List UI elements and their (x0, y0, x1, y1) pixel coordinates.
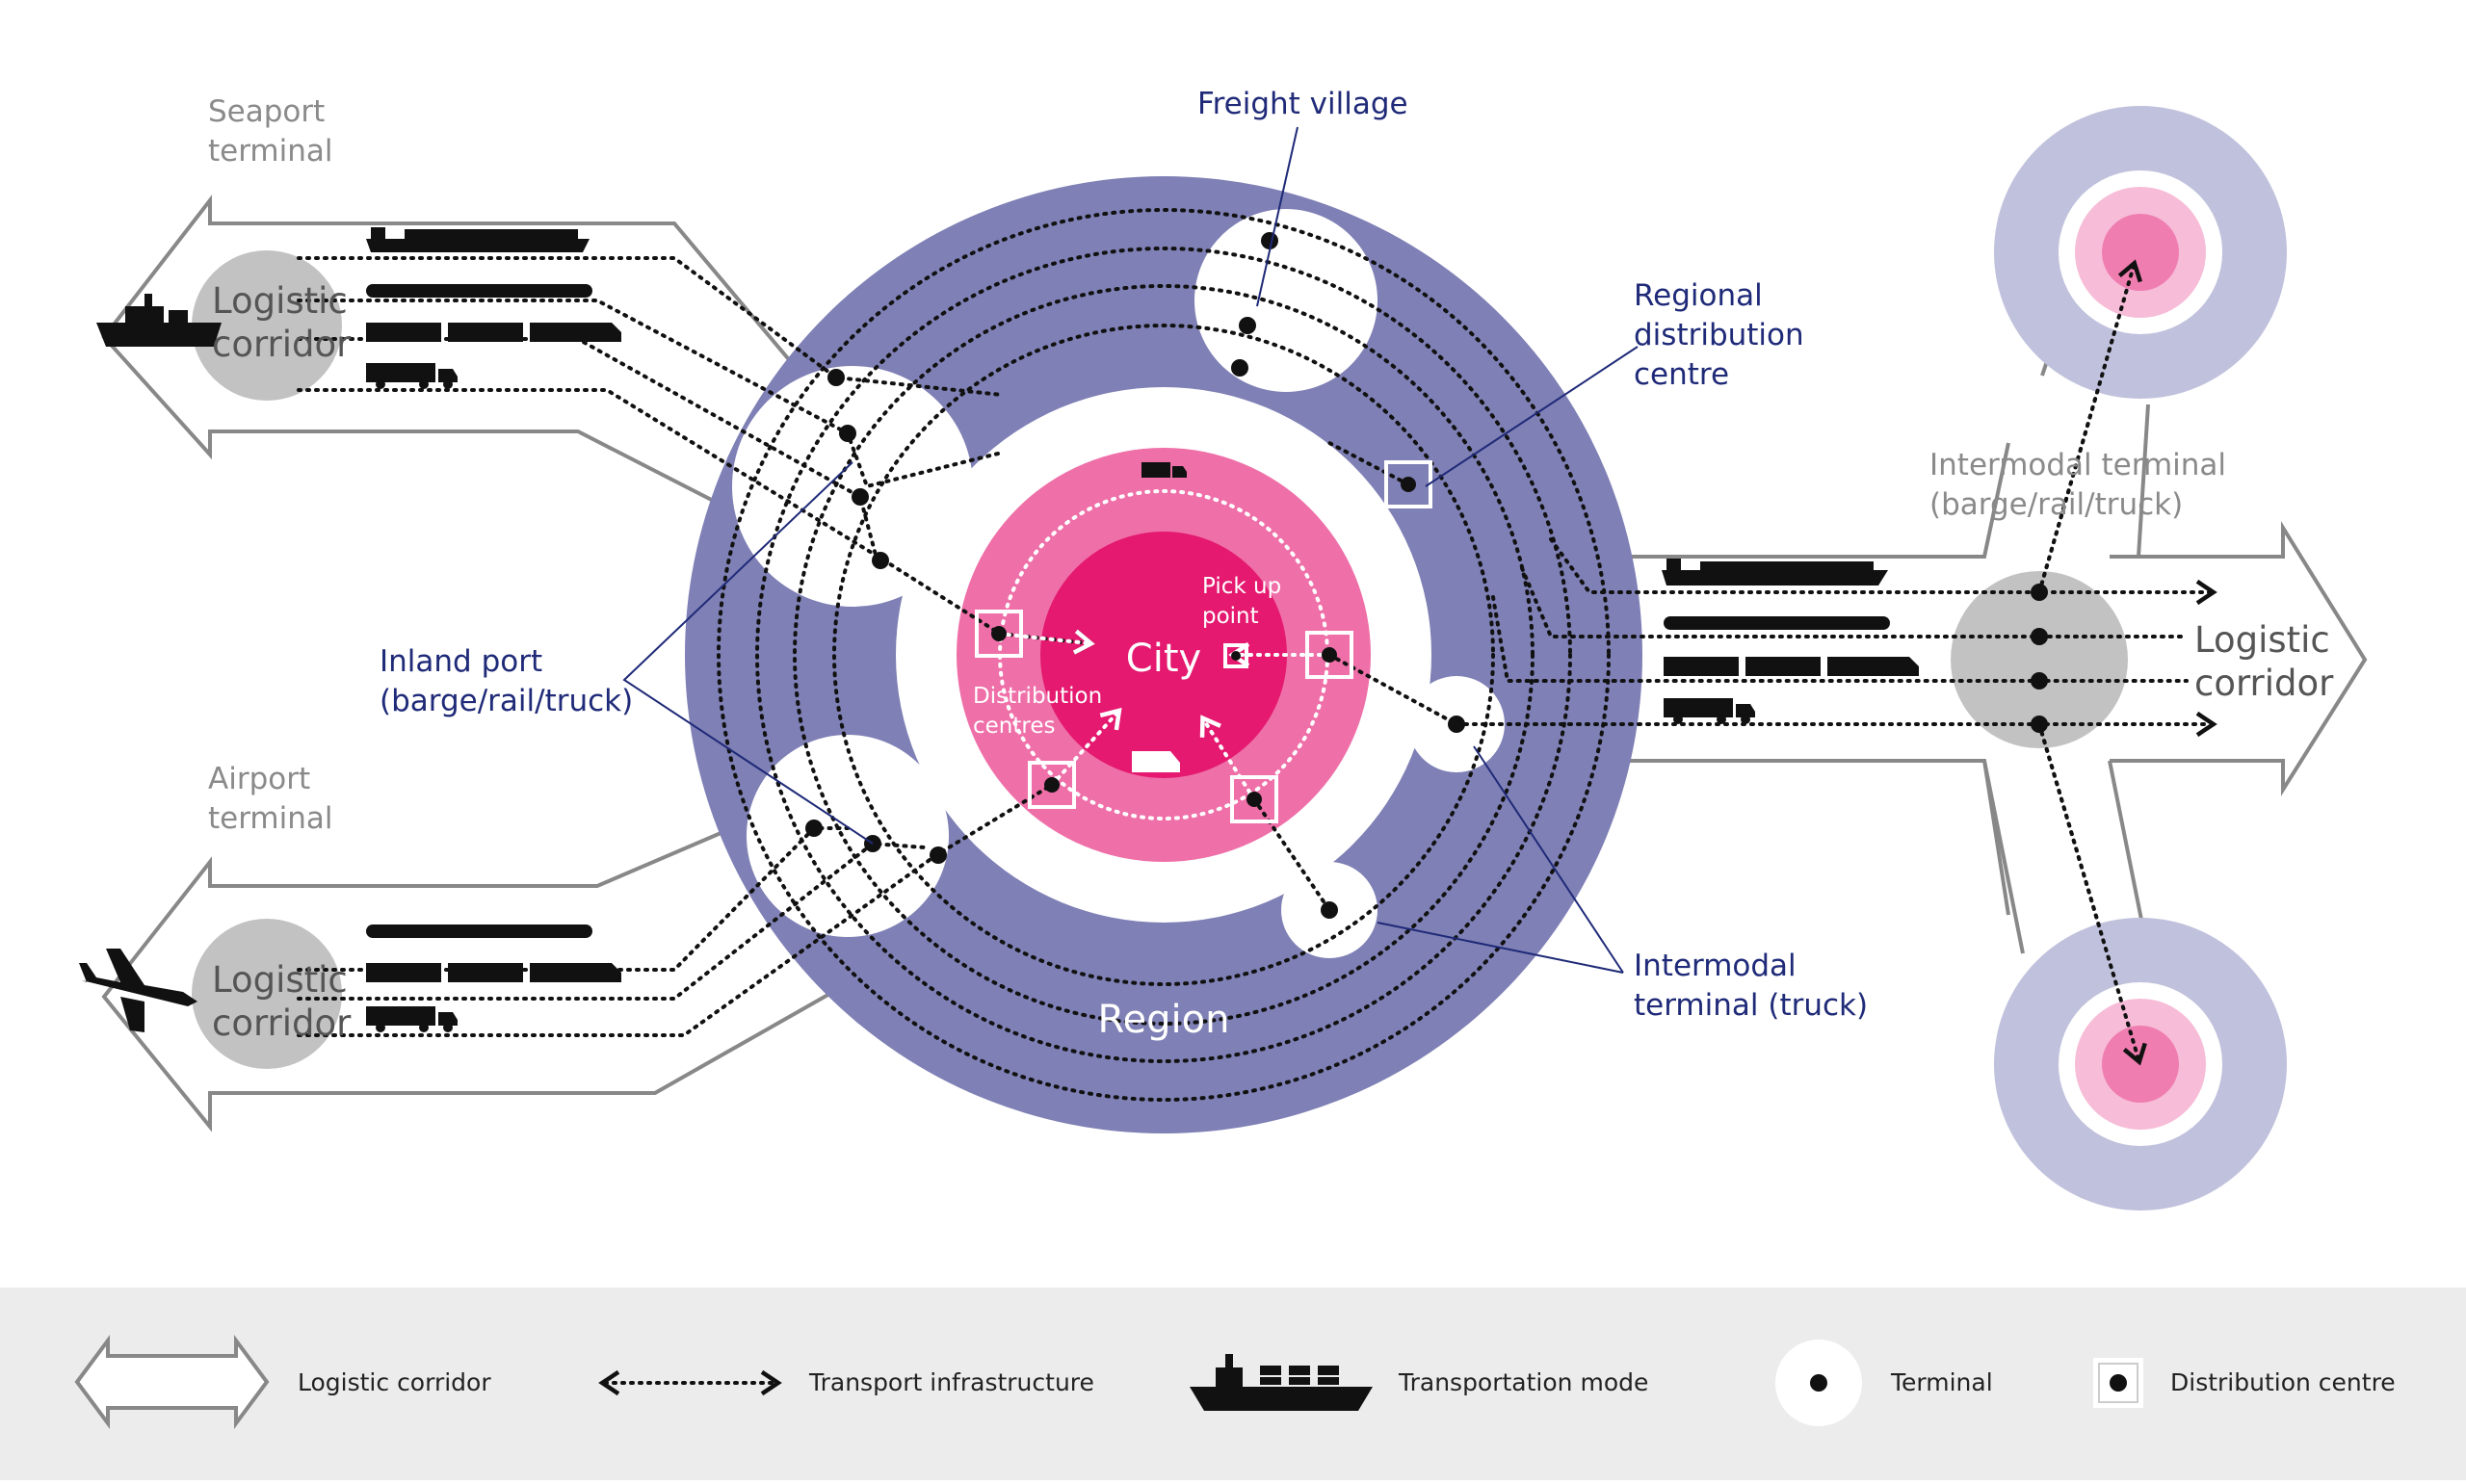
van-icon (1132, 751, 1180, 772)
airport-terminal-label-1: Airport (208, 762, 310, 796)
seaport-terminal-label-1: Seaport (208, 94, 325, 129)
airport-corridor-arrow (101, 826, 868, 1133)
legend-transportation-mode-label: Transportation mode (1398, 1368, 1648, 1396)
legend-transportation-mode: Transportation mode (1190, 1354, 1648, 1411)
legend-terminal: Terminal (1775, 1340, 1993, 1426)
truck-icon (1141, 462, 1187, 478)
terminal-dot (1239, 317, 1256, 334)
route-to-satellite-bottom (2037, 722, 2147, 1066)
airplane-icon (79, 949, 197, 1032)
intermodal-brt-label-1: Intermodal terminal (1929, 448, 2226, 482)
legend-terminal-label: Terminal (1890, 1368, 1993, 1396)
regional-dc-label-3: centre (1634, 357, 1729, 392)
airport-corridor-label-2: corridor (212, 1002, 352, 1044)
city-label: City (1126, 637, 1201, 681)
region-label: Region (1098, 998, 1230, 1042)
legend-logistic-corridor-label: Logistic corridor (298, 1368, 491, 1396)
freight-village-bubble (1194, 209, 1377, 392)
inland-port-bubble-top (732, 366, 973, 607)
inland-port-label-2: (barge/rail/truck) (380, 684, 633, 718)
left-corridor-label-2: corridor (212, 324, 352, 365)
regional-dc-label-1: Regional (1634, 278, 1763, 313)
distribution-centres (975, 460, 1432, 823)
logistic-corridor-legend-icon (74, 1334, 270, 1430)
distribution-centres-label-1: Distribution (973, 684, 1102, 709)
terminal-dot (827, 369, 845, 386)
truck-icon (1664, 698, 1755, 724)
truck-icon (366, 1006, 458, 1032)
legend-distribution-centre: Distribution centre (2093, 1358, 2396, 1408)
train-icon (1664, 657, 1919, 676)
terminal-dot (1261, 232, 1278, 249)
terminal-dot (1448, 716, 1465, 733)
airport-logistic-corridor-circle (192, 919, 342, 1069)
inland-port-bubble-bottom (747, 735, 949, 937)
left-corridor-label-1: Logistic (212, 280, 348, 322)
intermodal-truck-label-1: Intermodal (1634, 949, 1797, 983)
legend-transport-infrastructure: Transport infrastructure (598, 1368, 1094, 1396)
airport-terminal-label-2: terminal (208, 801, 333, 836)
pick-up-point-label-2: point (1202, 604, 1259, 629)
legend-logistic-corridor: Logistic corridor (74, 1334, 491, 1430)
satellite-city-top (1994, 106, 2287, 399)
satellite-city-bottom (1994, 918, 2287, 1211)
seaport-terminal-label-2: terminal (208, 134, 333, 169)
terminal-dot (852, 488, 869, 506)
train-icon (366, 323, 621, 342)
distribution-centres-label-2: centres (973, 714, 1055, 739)
terminal-dot (839, 425, 856, 442)
leader-lines (622, 126, 1639, 974)
train-icon (366, 284, 592, 298)
airport-routes (297, 783, 1054, 1037)
train-icon (366, 963, 621, 982)
right-corridor-label-1: Logistic (2194, 619, 2330, 661)
terminal-dot (930, 846, 947, 864)
terminal-dot (1231, 359, 1248, 377)
train-icon (366, 924, 592, 938)
ship-icon (96, 294, 222, 347)
freight-village-label: Freight village (1197, 87, 1408, 121)
barge-icon (366, 227, 590, 252)
legend-transport-infrastructure-label: Transport infrastructure (808, 1368, 1094, 1396)
barge-icon (1662, 559, 1888, 586)
terminal-dot (1321, 901, 1338, 919)
regional-dc-label-2: distribution (1634, 318, 1804, 352)
ship-icon (1190, 1354, 1373, 1411)
train-icon (1664, 616, 1890, 630)
airport-corridor-label-1: Logistic (212, 959, 348, 1001)
truck-icon (366, 363, 458, 389)
terminal-dot (2031, 628, 2048, 645)
intermodal-truck-label-2: terminal (truck) (1634, 988, 1868, 1023)
intermodal-brt-label-2: (barge/rail/truck) (1929, 487, 2183, 522)
terminal-dot (2031, 672, 2048, 690)
seaport-logistic-corridor-circle (192, 250, 342, 401)
legend-distribution-centre-label: Distribution centre (2170, 1368, 2396, 1396)
pick-up-point-label-1: Pick up (1202, 574, 1281, 599)
region-routes (717, 208, 1611, 1102)
terminal-dot (872, 552, 889, 569)
terminal-dot (805, 820, 823, 837)
right-corridor-label-2: corridor (2194, 663, 2334, 704)
inland-port-label-1: Inland port (380, 644, 542, 679)
right-logistic-corridor-circle (1951, 571, 2128, 748)
